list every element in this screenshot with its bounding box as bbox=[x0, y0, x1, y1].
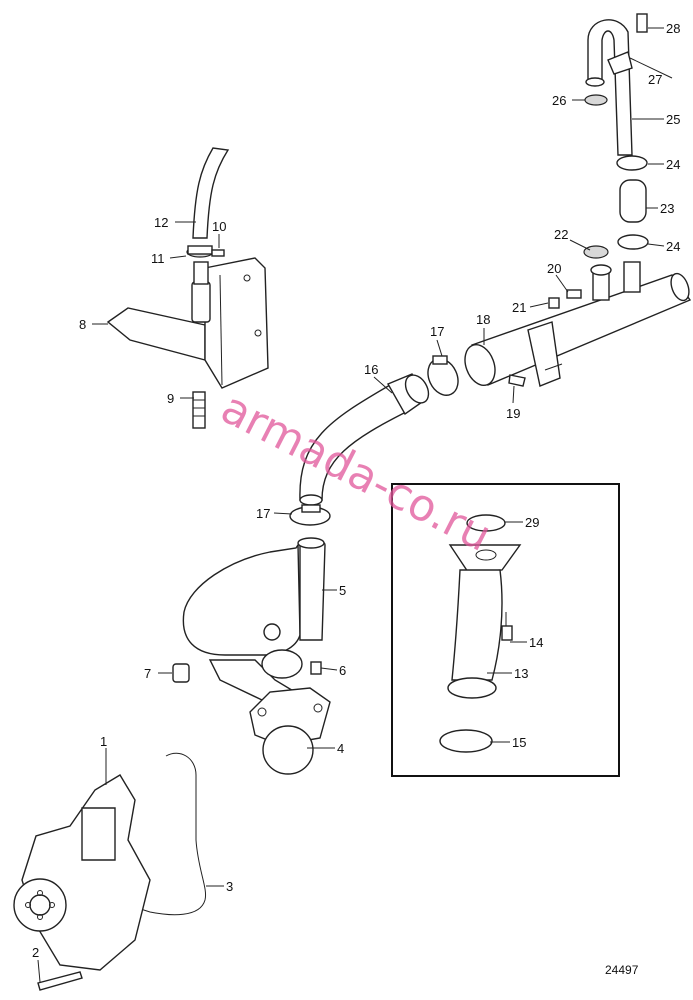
callout-3: 3 bbox=[226, 879, 233, 894]
callout-17-upper: 17 bbox=[430, 324, 444, 339]
callout-22: 22 bbox=[554, 227, 568, 242]
callout-16: 16 bbox=[364, 362, 378, 377]
callout-1: 1 bbox=[100, 734, 107, 749]
callout-labels: 1 2 3 4 5 6 7 8 9 10 11 12 13 14 15 16 1… bbox=[32, 21, 680, 960]
callout-14: 14 bbox=[529, 635, 543, 650]
callout-24-upper: 24 bbox=[666, 157, 680, 172]
callout-6: 6 bbox=[339, 663, 346, 678]
callout-27: 27 bbox=[648, 72, 662, 87]
gasket-4 bbox=[262, 725, 314, 775]
callout-18: 18 bbox=[476, 312, 490, 327]
callout-24-lower: 24 bbox=[666, 239, 680, 254]
leader-lines bbox=[37, 27, 673, 983]
callout-25: 25 bbox=[666, 112, 680, 127]
pipe-18 bbox=[464, 245, 692, 387]
callout-11: 11 bbox=[151, 251, 165, 266]
callout-15: 15 bbox=[512, 735, 526, 750]
clamp-17-upper bbox=[427, 355, 459, 396]
callout-2: 2 bbox=[32, 945, 39, 960]
callout-17-lower: 17 bbox=[256, 506, 270, 521]
water-pump bbox=[13, 752, 207, 991]
callout-19: 19 bbox=[506, 406, 520, 421]
callout-9: 9 bbox=[167, 391, 174, 406]
clamp-17-lower bbox=[289, 504, 331, 526]
callout-29: 29 bbox=[525, 515, 539, 530]
callout-7: 7 bbox=[144, 666, 151, 681]
bracket-assembly bbox=[106, 147, 269, 429]
plug-6 bbox=[310, 661, 322, 675]
hose-assembly-right bbox=[584, 13, 649, 250]
callout-10: 10 bbox=[212, 219, 226, 234]
callout-23: 23 bbox=[660, 201, 674, 216]
figure-number: 24497 bbox=[605, 963, 639, 977]
pipe-16 bbox=[299, 373, 430, 506]
callout-26: 26 bbox=[552, 93, 566, 108]
callout-5: 5 bbox=[339, 583, 346, 598]
callout-20: 20 bbox=[547, 261, 561, 276]
callout-13: 13 bbox=[514, 666, 528, 681]
callout-21: 21 bbox=[512, 300, 526, 315]
callout-8: 8 bbox=[79, 317, 86, 332]
callout-28: 28 bbox=[666, 21, 680, 36]
plug-7 bbox=[172, 663, 190, 683]
inset-detail bbox=[391, 483, 620, 777]
callout-4: 4 bbox=[337, 741, 344, 756]
pipe-5 bbox=[182, 537, 331, 746]
callout-12: 12 bbox=[154, 215, 168, 230]
